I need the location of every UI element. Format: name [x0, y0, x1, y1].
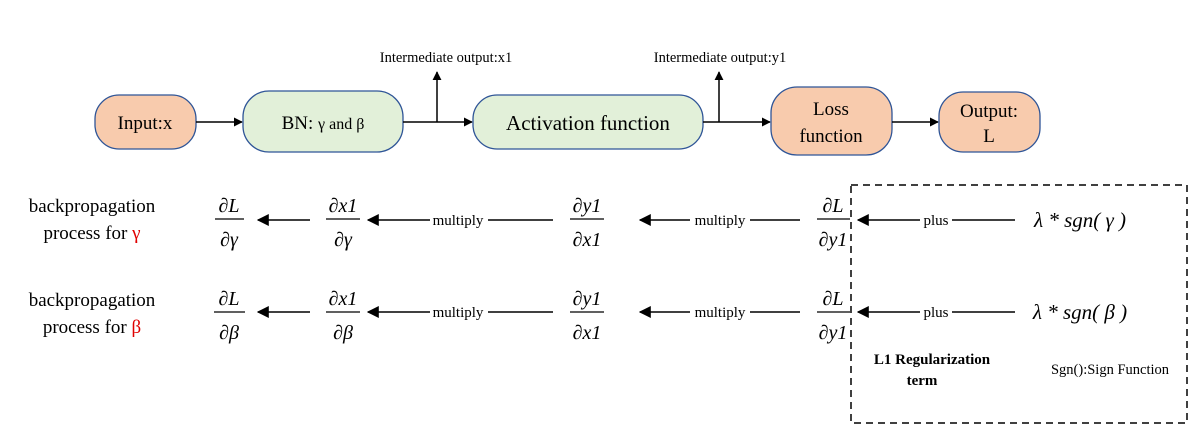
- loss-node-line2: function: [799, 126, 863, 147]
- svg-text:∂x1: ∂x1: [329, 195, 358, 217]
- frac-dL-dbeta: ∂L ∂β: [214, 288, 245, 344]
- output-node: [938, 91, 1041, 153]
- l1-term-line2: term: [907, 373, 938, 389]
- sgn-note: Sgn():Sign Function: [1051, 362, 1170, 378]
- svg-text:∂y1: ∂y1: [573, 195, 602, 217]
- op-plus-b: plus: [923, 305, 948, 321]
- activation-node-label: Activation function: [506, 111, 670, 135]
- l1-regularization-box: L1 Regularization term Sgn():Sign Functi…: [850, 184, 1188, 424]
- row-beta-label-line1: backpropagation: [29, 290, 156, 311]
- svg-text:∂L: ∂L: [218, 288, 239, 310]
- svg-text:∂L: ∂L: [822, 195, 843, 217]
- svg-text:∂γ: ∂γ: [334, 229, 353, 251]
- svg-text:∂β: ∂β: [219, 322, 239, 344]
- svg-text:∂x1: ∂x1: [573, 322, 602, 344]
- row-gamma-label-line1: backpropagation: [29, 196, 156, 217]
- l1-beta-term: λ * sgn( β ): [1032, 300, 1127, 324]
- frac-dy1-dx1-g: ∂y1 ∂x1: [570, 195, 604, 251]
- op-plus-g: plus: [923, 213, 948, 229]
- row-gamma-label-prefix: process for: [43, 223, 132, 244]
- svg-text:∂y1: ∂y1: [573, 288, 602, 310]
- svg-text:∂L: ∂L: [822, 288, 843, 310]
- svg-text:∂L: ∂L: [218, 195, 239, 217]
- svg-text:∂y1: ∂y1: [819, 322, 848, 344]
- output-node-line2: L: [983, 126, 995, 147]
- bn-prefix: BN:: [282, 113, 318, 134]
- frac-dx1-dbeta: ∂x1 ∂β: [326, 288, 360, 344]
- output-node-line1: Output:: [960, 101, 1018, 122]
- bn-beta: β: [356, 116, 364, 133]
- row-beta-label-prefix: process for: [43, 317, 132, 338]
- l1-term-line1: L1 Regularization: [874, 352, 991, 368]
- svg-text:∂x1: ∂x1: [329, 288, 358, 310]
- input-node-label: Input:x: [118, 113, 173, 134]
- forward-pass: Input:x BN: γ and β Intermediate output:…: [94, 50, 1041, 156]
- frac-dL-dy1-g: ∂L ∂y1: [817, 195, 850, 251]
- op-multiply-b2: multiply: [695, 305, 746, 321]
- bn-and: and: [325, 116, 356, 133]
- bn-node-label: BN: γ and β: [282, 113, 365, 134]
- op-multiply-g2: multiply: [695, 213, 746, 229]
- svg-text:∂β: ∂β: [333, 322, 353, 344]
- frac-dL-dgamma: ∂L ∂γ: [215, 195, 244, 251]
- frac-dx1-dgamma: ∂x1 ∂γ: [326, 195, 360, 251]
- intermediate-x1-label: Intermediate output:x1: [380, 50, 512, 66]
- row-gamma-label-line2: process for γ: [43, 223, 140, 244]
- loss-node-line1: Loss: [813, 99, 849, 120]
- backprop-row-gamma: backpropagation process for γ ∂L ∂γ ∂x1 …: [29, 195, 1126, 251]
- op-multiply-g1: multiply: [433, 213, 484, 229]
- loss-node: [770, 86, 893, 156]
- svg-text:∂γ: ∂γ: [220, 229, 239, 251]
- frac-dL-dy1-b: ∂L ∂y1: [817, 288, 850, 344]
- row-beta-symbol: β: [131, 317, 141, 338]
- frac-dy1-dx1-b: ∂y1 ∂x1: [570, 288, 604, 344]
- row-beta-label-line2: process for β: [43, 317, 141, 338]
- l1-gamma-term: λ * sgn( γ ): [1033, 208, 1126, 232]
- svg-text:∂x1: ∂x1: [573, 229, 602, 251]
- backprop-row-beta: backpropagation process for β ∂L ∂β ∂x1 …: [29, 288, 1127, 344]
- bn-gamma: γ: [317, 116, 325, 133]
- svg-text:∂y1: ∂y1: [819, 229, 848, 251]
- intermediate-y1-label: Intermediate output:y1: [654, 50, 786, 66]
- row-gamma-symbol: γ: [131, 223, 140, 244]
- op-multiply-b1: multiply: [433, 305, 484, 321]
